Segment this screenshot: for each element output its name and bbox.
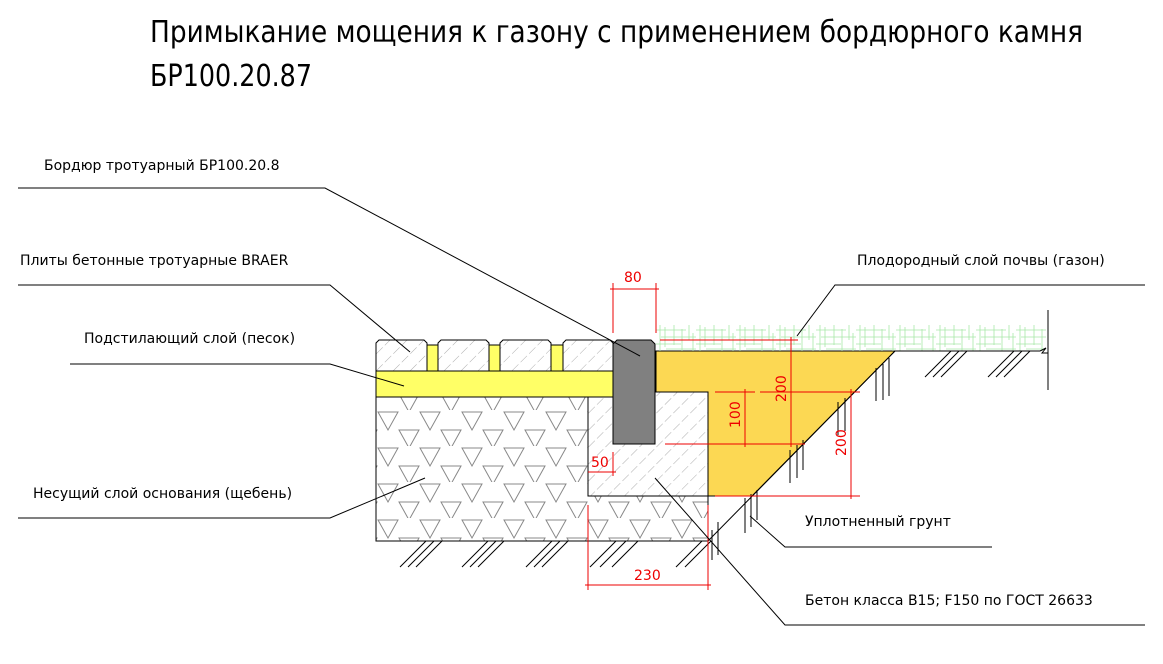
dim-curb-embed: 100 — [728, 401, 744, 428]
ground-hatching — [399, 310, 1049, 568]
label-gravel: Несущий слой основания (щебень) — [33, 486, 292, 502]
curb-stone — [612, 339, 656, 445]
dim-soil-depth: 200 — [774, 375, 790, 402]
label-sand: Подстилающий слой (песок) — [84, 331, 295, 347]
label-topsoil: Плодородный слой почвы (газон) — [857, 253, 1105, 269]
label-compacted-soil: Уплотненный грунт — [805, 514, 951, 530]
dim-curb-width: 80 — [624, 270, 642, 286]
pavers — [375, 339, 614, 372]
dimension-lines — [585, 283, 860, 590]
label-curb: Бордюр тротуарный БР100.20.8 — [44, 158, 280, 174]
title-line-1: Примыкание мощения к газону с применение… — [150, 15, 1083, 50]
label-pavers: Плиты бетонные тротуарные BRAER — [20, 253, 289, 269]
grass-layer — [656, 325, 1046, 351]
label-concrete: Бетон класса В15; F150 по ГОСТ 26633 — [805, 593, 1093, 609]
dim-concrete-side: 200 — [834, 429, 850, 456]
dim-concrete-offset: 50 — [591, 455, 609, 471]
sand-layer — [375, 370, 614, 398]
leader-lines — [18, 187, 1145, 626]
dim-concrete-width: 230 — [634, 568, 661, 584]
title-line-2: БР100.20.87 — [150, 59, 312, 94]
